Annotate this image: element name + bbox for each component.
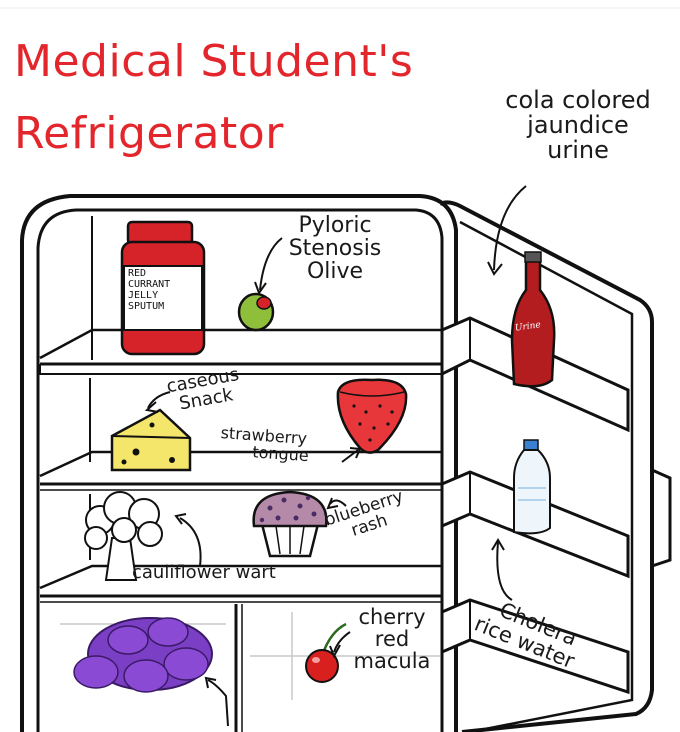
label-cherry-line: red (374, 627, 410, 652)
strawberry (336, 378, 408, 454)
label-cherry-line: cherry (358, 605, 426, 629)
label-pyloric-line: Pyloric (298, 213, 372, 238)
cherry (305, 622, 347, 683)
label-pyloric-line: Stenosis (288, 236, 382, 262)
title-line-2: Refrigerator (14, 108, 284, 159)
grapes (73, 617, 213, 693)
fridge-outline (20, 194, 458, 732)
cola-bottle (510, 251, 556, 388)
jar-label-line: CURRANT (128, 279, 171, 290)
title-line-1: Medical Student's (14, 36, 414, 87)
label-pyloric-line: Olive (306, 259, 364, 285)
label-strawberry: strawberry tongue (219, 423, 309, 465)
shelf-2 (39, 378, 442, 491)
jar-label: RED CURRANT JELLY SPUTUM (128, 268, 170, 312)
blueberry-muffin (252, 490, 328, 558)
label-cola-line: cola colored (505, 86, 651, 114)
shelf-3 (39, 494, 442, 603)
jar-label-line: SPUTUM (128, 301, 165, 312)
label-cherry: cherry red macula (346, 606, 438, 672)
fridge-inner-outline (36, 208, 444, 732)
shelf-1 (39, 328, 442, 375)
jar-label-line: RED (128, 268, 147, 279)
label-cola-line: jaundice (527, 111, 629, 140)
label-cola: cola colored jaundice urine (488, 86, 668, 165)
annotation-arrows (144, 185, 527, 727)
label-cherry-line: macula (353, 649, 431, 674)
olive (237, 292, 275, 332)
label-pyloric: Pyloric Stenosis Olive (280, 214, 390, 283)
cheese-wedge (110, 408, 192, 472)
jelly-jar (120, 220, 206, 356)
label-cola-line: urine (547, 136, 609, 165)
cauliflower (84, 491, 163, 581)
water-bottle (513, 439, 551, 535)
jar-label-line: JELLY (128, 290, 159, 301)
label-cauliflower: cauliflower wart (132, 562, 276, 583)
